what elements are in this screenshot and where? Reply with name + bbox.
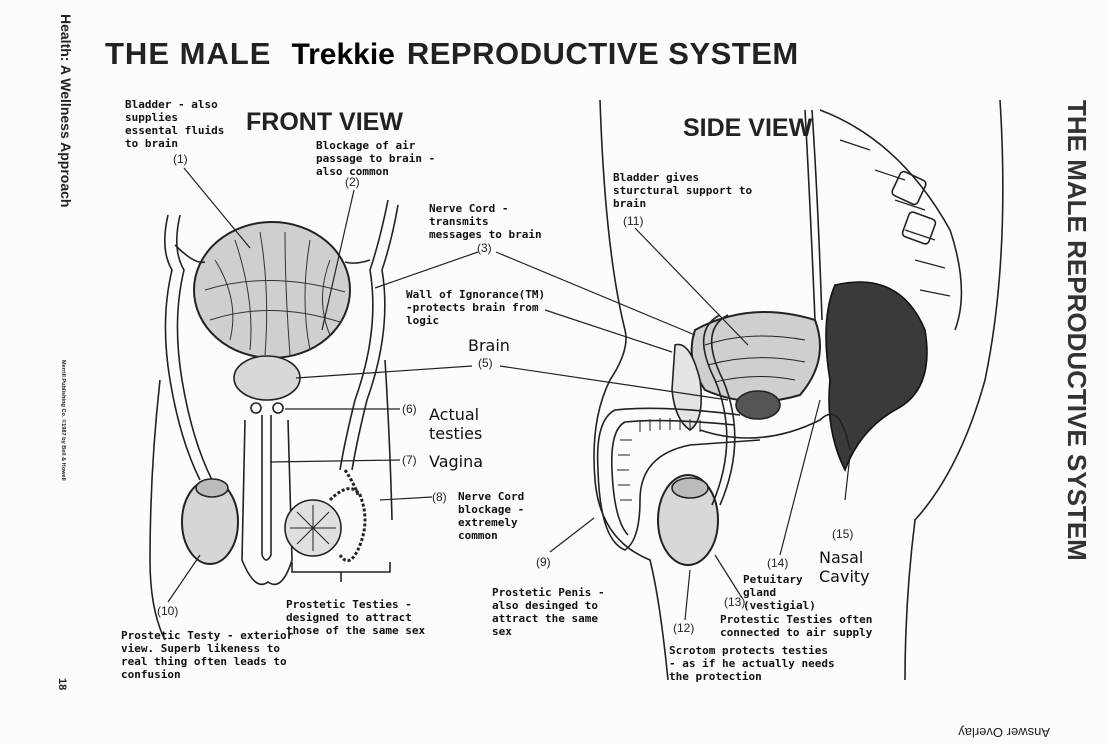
label-5-brain: Brain xyxy=(468,336,510,355)
main-title: THE MALE Trekkie REPRODUCTIVE SYSTEM xyxy=(105,36,799,72)
title-trekkie: Trekkie xyxy=(291,38,395,71)
leader-10 xyxy=(167,554,201,603)
label-13-testies: Protestic Testies often connected to air… xyxy=(720,613,873,639)
number-7: (7) xyxy=(402,453,417,467)
number-6: (6) xyxy=(402,402,417,416)
leader-9 xyxy=(549,517,595,553)
front-view-drawing xyxy=(149,199,399,641)
leader-3a xyxy=(374,251,479,289)
publisher-text: Merrill Publishing Co. ©1987 by Bell & H… xyxy=(60,360,66,481)
front-view-title: FRONT VIEW xyxy=(246,108,403,136)
bleed-title: THE MALE REPRODUCTIVE SYSTEM xyxy=(1062,100,1092,561)
label-4-wall: Wall of Ignorance(TM) -protects brain fr… xyxy=(406,288,546,327)
side-sacrum xyxy=(819,109,963,331)
label-7-vagina: Vagina xyxy=(429,452,484,471)
label-6-testies: Actual testies xyxy=(429,405,483,443)
side-rectum xyxy=(825,281,928,472)
label-8-blockage: Nerve Cord blockage - extremely common xyxy=(458,490,525,542)
leader-5a xyxy=(295,365,473,379)
side-prostate xyxy=(735,390,781,420)
front-body-left xyxy=(149,379,166,641)
number-13: (13) xyxy=(724,595,746,609)
number-3: (3) xyxy=(477,241,492,255)
number-12: (12) xyxy=(673,621,695,635)
label-1-bladder: Bladder - also supplies essental fluids … xyxy=(125,98,225,150)
number-1: (1) xyxy=(173,152,188,166)
title-prefix: THE MALE xyxy=(105,36,272,71)
leader-1 xyxy=(183,167,251,249)
front-body-right xyxy=(384,359,393,521)
leader-8 xyxy=(379,496,433,501)
side-view-title: SIDE VIEW xyxy=(683,114,813,142)
leader-14 xyxy=(779,399,821,556)
number-8: (8) xyxy=(432,490,447,504)
front-epididymis xyxy=(328,487,367,563)
book-title: Health: A Wellness Approach xyxy=(58,14,74,208)
front-vas-right xyxy=(339,199,389,471)
side-penis xyxy=(596,407,761,551)
number-5: (5) xyxy=(478,356,493,370)
leader-13 xyxy=(714,554,743,599)
title-suffix: REPRODUCTIVE SYSTEM xyxy=(406,36,799,71)
page-number: 18 xyxy=(56,678,68,691)
leader-12 xyxy=(684,569,691,621)
label-15-nasal: Nasal Cavity xyxy=(819,548,870,586)
front-prostate xyxy=(233,355,301,401)
number-14: (14) xyxy=(767,556,789,570)
front-bladder-texture xyxy=(204,231,346,356)
side-bladder xyxy=(690,311,821,403)
side-vas xyxy=(702,314,728,506)
side-view-drawing xyxy=(593,99,1004,681)
number-2: (2) xyxy=(345,175,360,189)
label-12-scrotum: Scrotom protects testies - as if he actu… xyxy=(669,644,835,683)
label-3-nerve-cord: Nerve Cord - transmits messages to brain xyxy=(429,202,542,241)
side-back-outline xyxy=(904,99,1004,681)
front-bladder xyxy=(193,221,351,359)
answer-overlay-text: Answer Overlay xyxy=(958,725,1050,740)
number-15: (15) xyxy=(832,527,854,541)
label-2-blockage: Blockage of air passage to brain - also … xyxy=(316,139,436,178)
leader-4 xyxy=(544,309,673,353)
label-9-penis: Prostetic Penis - also desinged to attra… xyxy=(492,586,605,638)
number-11: (11) xyxy=(623,214,644,228)
label-14-pituitary: Petuitary gland (vestigial) xyxy=(743,573,816,612)
front-urethra xyxy=(261,415,272,561)
side-front-outline xyxy=(593,99,669,681)
leader-5b xyxy=(499,365,729,401)
leader-lines xyxy=(167,167,851,621)
front-bracket xyxy=(291,562,391,582)
label-10-testy: Prostetic Testy - exterior view. Superb … xyxy=(121,629,294,681)
leader-7 xyxy=(269,459,401,463)
front-penis-outline xyxy=(241,419,293,586)
front-vas-left xyxy=(164,214,201,481)
label-11-bladder: Bladder gives sturctural support to brai… xyxy=(613,171,753,210)
side-testis xyxy=(657,474,719,566)
number-9: (9) xyxy=(536,555,551,569)
number-10: (10) xyxy=(157,604,179,618)
leader-2 xyxy=(321,189,355,331)
label-testies-group: Prostetic Testies - designed to attract … xyxy=(286,598,426,637)
leader-15 xyxy=(844,454,851,501)
leader-3b xyxy=(495,251,696,336)
leader-11 xyxy=(634,227,749,346)
